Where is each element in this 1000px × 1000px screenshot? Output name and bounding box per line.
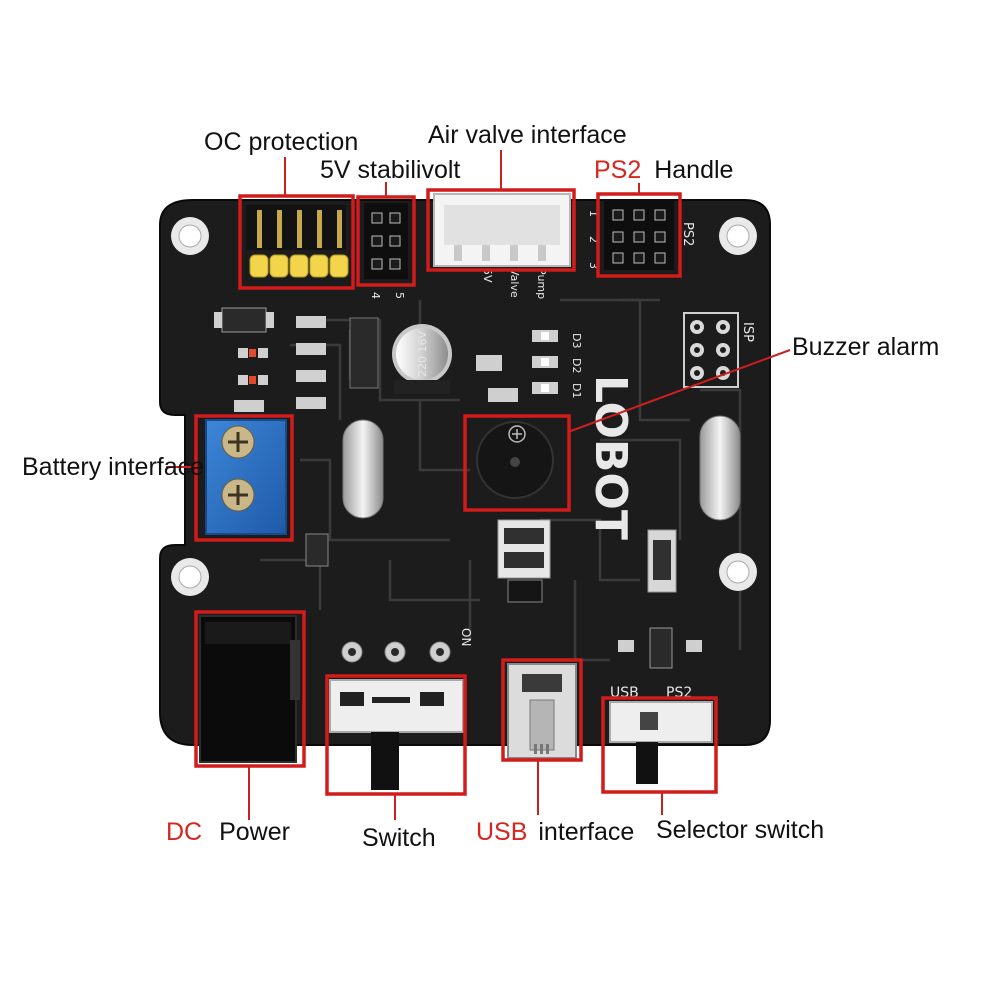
- power-switch: [329, 641, 464, 790]
- usb-box: [501, 658, 583, 762]
- d1-silk: D1: [570, 383, 583, 398]
- ps2-handle-label: PS2 Handle: [594, 156, 733, 184]
- reset-button: [647, 529, 677, 593]
- pin-5-silk: 5: [393, 292, 406, 299]
- mini-usb-connector: [507, 663, 577, 759]
- ps2-label-accent: PS2: [594, 156, 641, 184]
- logo-text: LOBOT: [585, 375, 636, 540]
- pump-silk: Pump: [535, 268, 548, 299]
- pin-1-silk: 1: [587, 210, 600, 217]
- switch-label: Switch: [362, 824, 436, 852]
- buzzer: [476, 421, 554, 499]
- electrolytic-capacitor: 220 16V: [392, 324, 452, 394]
- callout-labels: OC protection 5V stabilivolt Air valve i…: [22, 121, 939, 852]
- selector-switch: [609, 701, 713, 784]
- dc-power-label: DC Power: [166, 818, 290, 846]
- oc-protection-label: OC protection: [204, 128, 358, 156]
- buzzer-label: Buzzer alarm: [792, 333, 939, 361]
- smd-components: [214, 307, 702, 669]
- battery-box: [194, 414, 294, 542]
- isp-silk: ISP: [740, 322, 755, 342]
- mounting-holes: [171, 217, 757, 596]
- stabilivolt-label: 5V stabilivolt: [320, 156, 460, 184]
- air-valve-connector: [433, 193, 571, 267]
- battery-terminal: [205, 419, 287, 535]
- d3-silk: D3: [570, 333, 583, 348]
- selector-switch-label: Selector switch: [656, 816, 824, 844]
- oc-protection-header: [246, 205, 349, 278]
- usb-label-rest: interface: [538, 818, 634, 846]
- selector-box: [601, 696, 718, 794]
- dc-label-rest: Power: [219, 818, 290, 846]
- pin-4-silk: 4: [369, 292, 382, 299]
- capacitor-marking: 220 16V: [416, 331, 429, 377]
- on-silk: ON: [459, 628, 473, 646]
- usb-label-accent: USB: [476, 818, 527, 846]
- oc-protection-box: [238, 194, 355, 290]
- pin-3-silk: 3: [587, 262, 600, 269]
- pin-2-silk: 2: [587, 236, 600, 243]
- buzzer-box: [463, 414, 571, 512]
- valve-silk: Valve: [508, 268, 521, 298]
- stabilivolt-header: [364, 203, 408, 279]
- d2-silk: D2: [570, 358, 583, 373]
- ps2-label-rest: Handle: [654, 156, 733, 184]
- leader-lines: [166, 150, 791, 820]
- battery-label: Battery interface: [22, 453, 204, 481]
- crystal-oscillators: [342, 415, 741, 521]
- ps2-silk: PS2: [680, 222, 695, 246]
- usb-interface-label: USB interface: [476, 818, 634, 846]
- jumper-block: [497, 519, 551, 603]
- dc-label-accent: DC: [166, 818, 202, 846]
- air-valve-label: Air valve interface: [428, 121, 627, 149]
- ps2-header: [604, 200, 674, 270]
- dc-jack: [199, 615, 300, 763]
